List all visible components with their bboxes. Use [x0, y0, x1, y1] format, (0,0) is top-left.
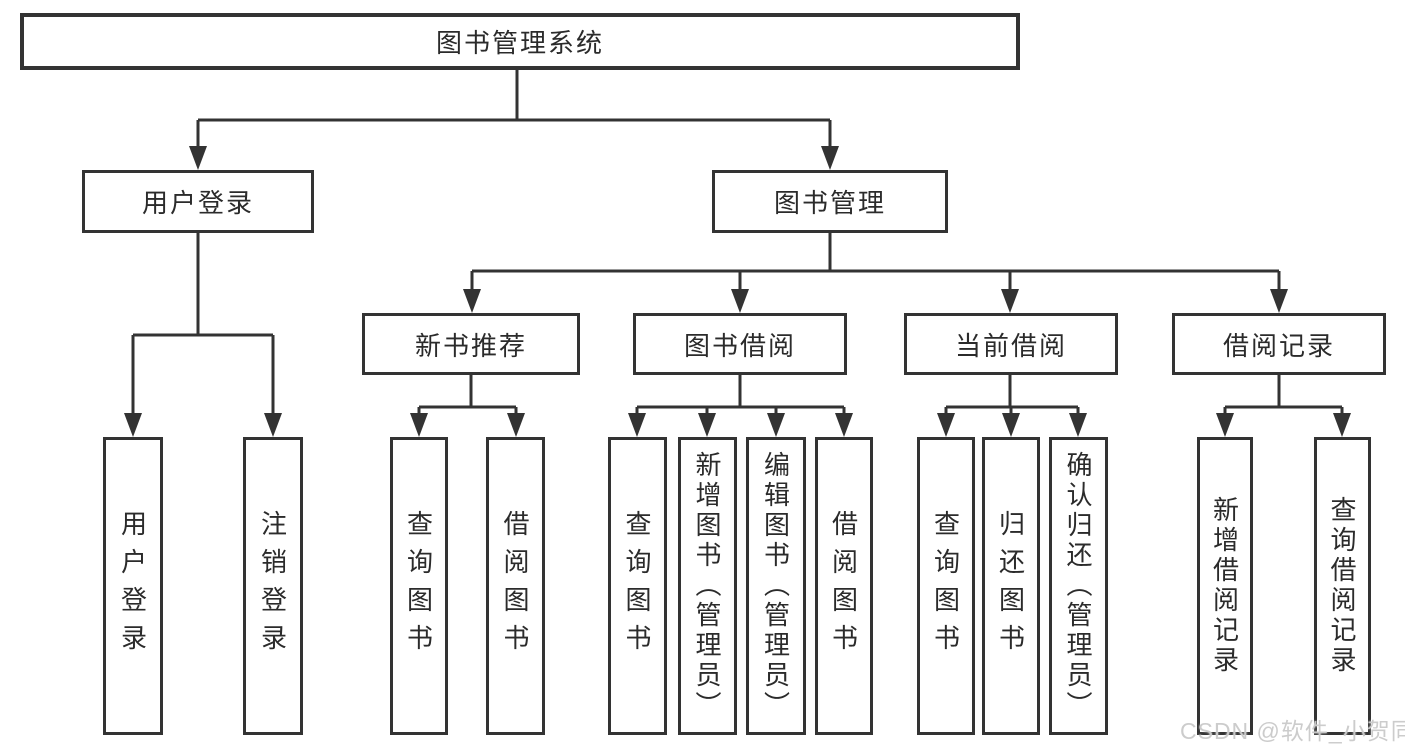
- edges-current-borrow-children: [937, 375, 1087, 437]
- arrowhead-icon: [937, 413, 955, 437]
- arrowhead-icon: [628, 413, 646, 437]
- arrowhead-icon: [264, 413, 282, 437]
- node-leaf-return-book: 归还图书: [982, 437, 1040, 735]
- node-leaf-current-query-label: 查询图书: [930, 510, 961, 662]
- arrowhead-icon: [698, 413, 716, 437]
- node-leaf-newbook-borrow: 借阅图书: [486, 437, 545, 735]
- arrowhead-icon: [767, 413, 785, 437]
- node-leaf-edit-book-label: 编辑图书（管理员）: [760, 451, 791, 721]
- node-leaf-add-book-label: 新增图书（管理员）: [692, 451, 722, 721]
- arrowhead-icon: [410, 413, 428, 437]
- node-current-borrow: 当前借阅: [904, 313, 1118, 375]
- node-leaf-confirm-return: 确认归还（管理员）: [1049, 437, 1108, 735]
- node-leaf-query-record: 查询借阅记录: [1314, 437, 1371, 735]
- node-leaf-borrow-query-label: 查询图书: [622, 510, 652, 662]
- edges-root-to-level2: [189, 70, 839, 170]
- node-leaf-confirm-return-label: 确认归还（管理员）: [1063, 451, 1093, 721]
- node-leaf-newbook-query: 查询图书: [390, 437, 448, 735]
- node-leaf-user-login-label: 用户登录: [117, 510, 148, 662]
- node-book-mgmt-label: 图书管理: [773, 188, 886, 218]
- node-leaf-add-book: 新增图书（管理员）: [678, 437, 737, 735]
- node-leaf-user-login: 用户登录: [103, 437, 163, 735]
- arrowhead-icon: [1270, 289, 1288, 313]
- node-leaf-current-query: 查询图书: [917, 437, 975, 735]
- node-leaf-add-record: 新增借阅记录: [1197, 437, 1253, 735]
- node-current-borrow-label: 当前借阅: [954, 330, 1067, 361]
- node-leaf-borrow-book-label: 借阅图书: [828, 510, 859, 662]
- node-user-login-label: 用户登录: [141, 188, 254, 218]
- node-book-borrow-label: 图书借阅: [683, 330, 796, 361]
- node-book-borrow: 图书借阅: [633, 313, 847, 375]
- edges-user-login-children: [124, 233, 282, 437]
- edges-book-mgmt-children: [463, 233, 1288, 313]
- node-new-books-label: 新书推荐: [414, 330, 527, 361]
- node-borrow-records-label: 借阅记录: [1222, 330, 1335, 361]
- node-root-label: 图书管理系统: [435, 28, 604, 58]
- node-leaf-return-book-label: 归还图书: [995, 510, 1026, 662]
- edges-new-books-children: [410, 375, 525, 437]
- node-leaf-logout-label: 注销登录: [257, 510, 288, 662]
- node-leaf-newbook-borrow-label: 借阅图书: [500, 510, 530, 662]
- node-root: 图书管理系统: [20, 13, 1020, 70]
- arrowhead-icon: [731, 289, 749, 313]
- arrowhead-icon: [1069, 413, 1087, 437]
- node-leaf-newbook-query-label: 查询图书: [403, 510, 434, 662]
- csdn-watermark: CSDN @软件_小贺同学: [1180, 718, 1405, 744]
- arrowhead-icon: [189, 146, 207, 170]
- edges-borrow-records-children: [1216, 375, 1351, 437]
- node-new-books: 新书推荐: [362, 313, 580, 375]
- arrowhead-icon: [507, 413, 525, 437]
- node-leaf-borrow-query: 查询图书: [608, 437, 667, 735]
- node-leaf-edit-book: 编辑图书（管理员）: [746, 437, 806, 735]
- node-leaf-borrow-book: 借阅图书: [815, 437, 873, 735]
- node-borrow-records: 借阅记录: [1172, 313, 1386, 375]
- node-leaf-add-record-label: 新增借阅记录: [1209, 496, 1240, 676]
- arrowhead-icon: [1333, 413, 1351, 437]
- node-leaf-logout: 注销登录: [243, 437, 303, 735]
- arrowhead-icon: [124, 413, 142, 437]
- arrowhead-icon: [1002, 413, 1020, 437]
- node-user-login: 用户登录: [82, 170, 314, 233]
- node-book-mgmt: 图书管理: [712, 170, 948, 233]
- arrowhead-icon: [1216, 413, 1234, 437]
- arrowhead-icon: [1001, 289, 1019, 313]
- arrowhead-icon: [821, 146, 839, 170]
- edges-book-borrow-children: [628, 375, 853, 437]
- arrowhead-icon: [835, 413, 853, 437]
- arrowhead-icon: [463, 289, 481, 313]
- node-leaf-query-record-label: 查询借阅记录: [1327, 496, 1357, 676]
